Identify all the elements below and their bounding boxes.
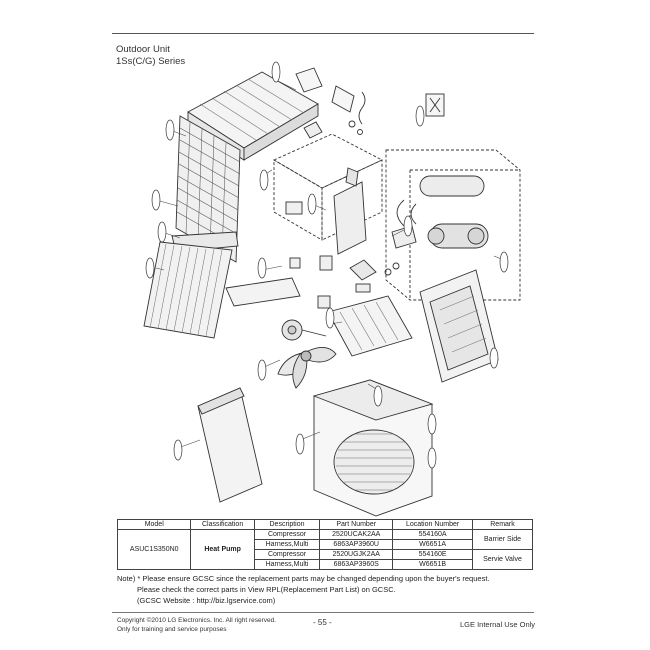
col-remark: Remark [472,519,533,530]
footer-training: Only for training and service purposes [117,626,227,633]
part-number-cell: 2520UGJK2AA [319,549,394,560]
top-rule [112,33,534,34]
model-cell: ASUC1S350N0 [116,529,192,570]
compressor-part [391,175,489,249]
fan-motor-part [281,319,327,341]
grille-panel-part [175,115,241,263]
parts-table: Model Classification Description Part Nu… [116,519,533,570]
location-cell: 554160E [392,549,474,560]
front-cabinet-part [312,379,434,517]
front-panel-part [197,387,263,503]
description-cell: Harness,Multi [253,559,321,570]
col-model: Model [116,519,192,530]
part-number-cell: 2520UCAK2AA [319,529,394,540]
base-pan-part [225,259,413,357]
classification-cell: Heat Pump [190,529,255,570]
note-line-1: Note) * Please ensure GCSC since the rep… [117,574,490,583]
bracket-parts [295,67,445,139]
location-cell: W6651B [392,559,474,570]
table-row: ASUC1S350N0 Heat Pump Compressor 2520UCA… [116,529,533,570]
location-cell: 554160A [392,529,474,540]
description-cell: Harness,Multi [253,539,321,550]
table-row: Compressor 2520UGJK2AA 554160E Servie Va… [118,549,533,570]
section-series: 1Ss(C/G) Series [116,56,186,67]
control-box-part [273,133,384,271]
page-number: - 55 - [313,618,332,627]
description-cell: Compressor [253,529,321,540]
remark-cell: Servie Valve [472,549,533,570]
footer-internal-use: LGE Internal Use Only [460,620,536,629]
col-location-number: Location Number [392,519,474,530]
col-classification: Classification [190,519,255,530]
section-title: Outdoor Unit [116,44,170,55]
note-line-2: Please check the correct parts in View R… [137,585,396,594]
table-row: Harness,Multi 6863AP3960S W6651B [118,559,533,570]
note-line-3: (GCSC Website : http://biz.lgservice.com… [137,596,276,605]
bottom-rule [112,612,534,613]
table-header-row: Model Classification Description Part Nu… [116,519,533,530]
footer-copyright: Copyright ©2010 LG Electronics. Inc. All… [117,617,277,624]
propeller-fan-part [277,347,337,389]
part-number-cell: 6863AP3960U [319,539,394,550]
condenser-coil-part [143,231,239,339]
col-description: Description [253,519,321,530]
description-cell: Compressor [253,549,321,560]
side-panel-part [419,269,499,383]
col-part-number: Part Number [319,519,394,530]
remark-cell: Barrier Side [472,529,533,550]
location-cell: W6651A [392,539,474,550]
part-number-cell: 6863AP3960S [319,559,394,570]
